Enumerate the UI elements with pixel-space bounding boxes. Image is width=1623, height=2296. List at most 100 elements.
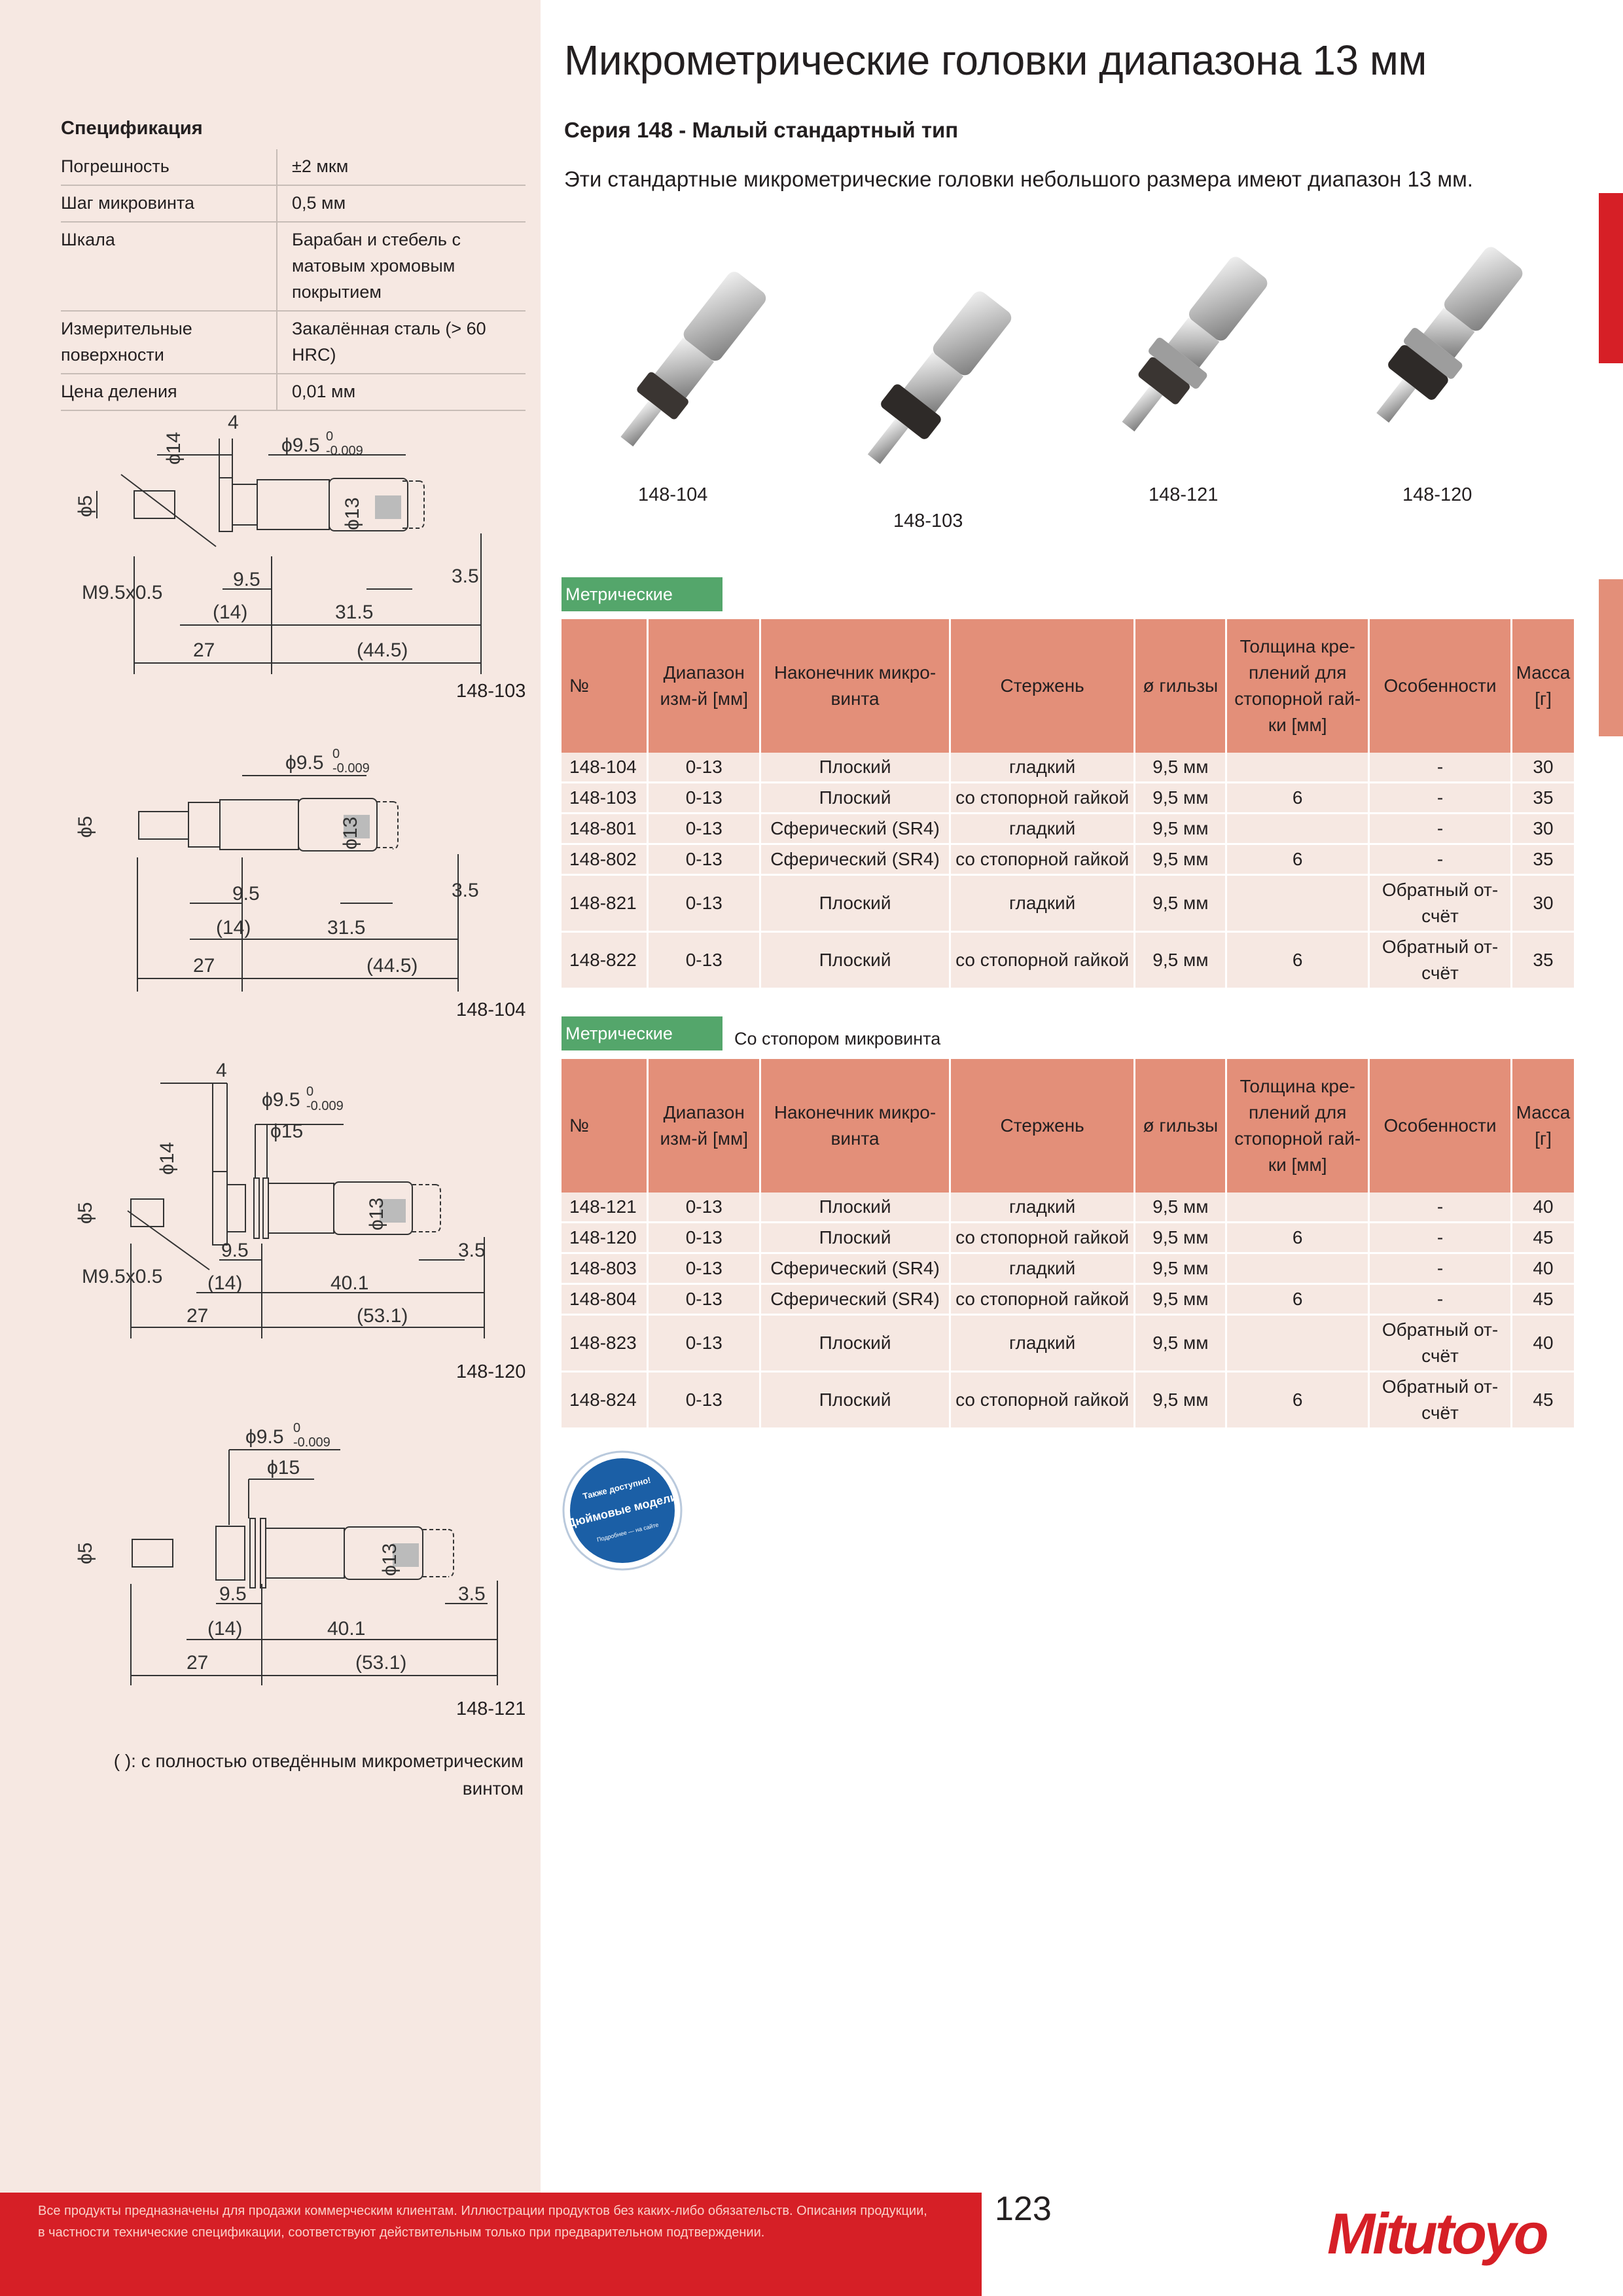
dim-tol-top: 0 [306, 1085, 313, 1099]
footer-disclaimer: Все продукты предназначены для продажи к… [38, 2204, 927, 2240]
product-label: 148-104 [638, 484, 708, 505]
table-cell [1226, 874, 1370, 933]
table-cell: 6 [1226, 1371, 1370, 1429]
table-cell: - [1368, 1253, 1512, 1285]
table-cell: 148-801 [562, 813, 649, 845]
drawing-label: 148-120 [456, 1361, 526, 1382]
dim-w315: 31.5 [327, 917, 365, 939]
table-cell: 148-823 [562, 1314, 649, 1372]
col-header: Масса [г] [1511, 1059, 1577, 1193]
dim-w95: 9.5 [219, 1583, 247, 1605]
table-cell [1226, 1253, 1370, 1285]
col-header: Стержень [950, 1059, 1136, 1193]
table-cell: 0-13 [647, 1222, 762, 1254]
col-header: № [562, 619, 649, 753]
metric-tag: Метрические [562, 1016, 722, 1050]
footer-bar [0, 2193, 982, 2296]
col-header: ø гильзы [1134, 1059, 1228, 1193]
dim-d95: ϕ9.5 [262, 1089, 300, 1111]
spec-key: Погрешность [61, 149, 277, 186]
dim-d15: ϕ15 [267, 1457, 300, 1479]
table-cell: 9,5 мм [1134, 1371, 1228, 1429]
drawing-label: 148-103 [456, 681, 526, 702]
dim-d5: ϕ5 [75, 1543, 96, 1565]
spec-value: Барабан и стебель с матовым хромовым пок… [276, 222, 526, 312]
table-cell: 148-804 [562, 1283, 649, 1316]
table-cell: 35 [1511, 844, 1577, 876]
dim-w14: (14) [216, 917, 251, 939]
spec-key: Шкала [61, 222, 277, 312]
col-header: Стержень [950, 619, 1136, 753]
table-cell: 148-803 [562, 1253, 649, 1285]
table-cell: Плоский [760, 753, 951, 783]
table-cell [1226, 1314, 1370, 1372]
product-label: 148-103 [893, 511, 963, 531]
table-cell: Плоский [760, 1193, 951, 1223]
product-image-148-104 [576, 245, 792, 484]
table-cell: 30 [1511, 813, 1577, 845]
table-cell: 148-104 [562, 753, 649, 783]
table-cell: Сферический (SR4) [760, 844, 951, 876]
col-header: ø гильзы [1134, 619, 1228, 753]
table-cell: 6 [1226, 844, 1370, 876]
table-cell: Плоский [760, 1314, 951, 1372]
dim-tol-bot: -0.009 [293, 1435, 330, 1450]
dim-w14: (14) [207, 1272, 242, 1294]
col-header: Толщина кре-плений для стопорной гай-ки … [1226, 619, 1370, 753]
table-cell: со стопорной гайкой [950, 782, 1136, 814]
col-header: Диапазон изм-й [мм] [647, 1059, 762, 1193]
table-cell: со стопорной гайкой [950, 1283, 1136, 1316]
spec-heading: Спецификация [61, 118, 203, 139]
table-cell: Сферический (SR4) [760, 1253, 951, 1285]
dim-w27: 27 [187, 1652, 208, 1674]
footnote: ( ): с полностью отведённым микрометриче… [113, 1751, 524, 1799]
series-title: Серия 148 - Малый стандартный тип [564, 118, 959, 142]
col-header: Толщина кре-плений для стопорной гай-ки … [1226, 1059, 1370, 1193]
table-cell: - [1368, 753, 1512, 783]
col-header: Масса [г] [1511, 619, 1577, 753]
table-cell: 0-13 [647, 1253, 762, 1285]
table-cell: Плоский [760, 782, 951, 814]
dim-w401: 40.1 [330, 1272, 368, 1294]
dim-d14: ϕ14 [163, 432, 185, 465]
table-cell: со стопорной гайкой [950, 931, 1136, 990]
table-cell: 148-121 [562, 1193, 649, 1223]
table-cell: 0-13 [647, 931, 762, 990]
product-label: 148-121 [1149, 484, 1219, 505]
col-header: № [562, 1059, 649, 1193]
product-label: 148-120 [1402, 484, 1472, 505]
dim-w4: 4 [228, 412, 239, 433]
col-header: Особенности [1368, 1059, 1512, 1193]
table-cell [1226, 1193, 1370, 1223]
drawing-148-120: ϕ5 ϕ14 4 ϕ9.5 0 -0.009 ϕ15 ϕ13 9.5 3.5 M… [52, 1054, 524, 1342]
table-cell: со стопорной гайкой [950, 1371, 1136, 1429]
spec-key: Измерительные поверхности [61, 311, 277, 374]
dim-w95: 9.5 [233, 569, 260, 590]
inch-models-badge: Также доступно! Дюймовые модели Подробне… [562, 1450, 683, 1571]
dim-w35: 3.5 [452, 880, 479, 901]
table-cell: 148-103 [562, 782, 649, 814]
dim-d95: ϕ9.5 [245, 1426, 284, 1448]
drawing-148-121: ϕ5 ϕ9.5 0 -0.009 ϕ15 ϕ13 9.5 3.5 (14) 40… [52, 1414, 524, 1702]
table-cell: 40 [1511, 1253, 1577, 1285]
dim-d14: ϕ14 [156, 1142, 178, 1175]
table-cell: 6 [1226, 931, 1370, 990]
table-cell: со стопорной гайкой [950, 844, 1136, 876]
spec-key: Цена деления [61, 374, 277, 411]
table-cell: Обратный от-счёт [1368, 931, 1512, 990]
table-cell: 35 [1511, 931, 1577, 990]
products-table-1: № Диапазон изм-й [мм] Наконечник микро-в… [562, 619, 1577, 990]
table-cell: гладкий [950, 753, 1136, 783]
table-cell: 0-13 [647, 813, 762, 845]
table-cell: 0-13 [647, 844, 762, 876]
table-cell: 9,5 мм [1134, 1253, 1228, 1285]
table-cell [1226, 753, 1370, 783]
side-tab-red [1599, 193, 1623, 363]
